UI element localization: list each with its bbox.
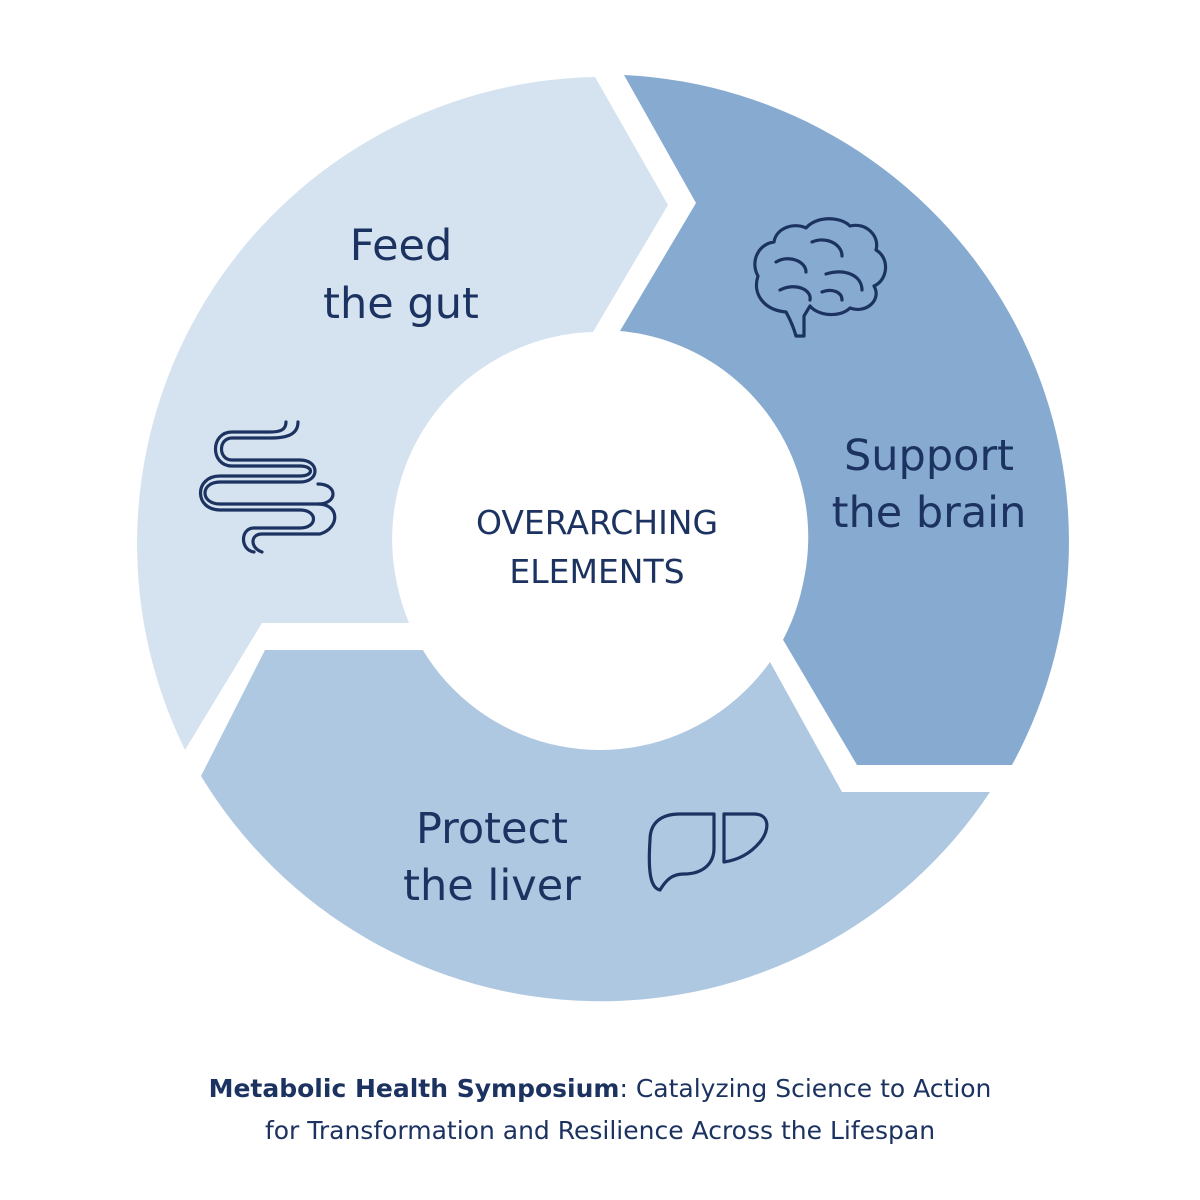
caption: Metabolic Health Symposium: Catalyzing S…	[0, 1068, 1200, 1152]
caption-line1: Metabolic Health Symposium: Catalyzing S…	[0, 1068, 1200, 1110]
liver-label-line2: the liver	[403, 861, 581, 911]
caption-line2: for Transformation and Resilience Across…	[264, 1116, 936, 1145]
center-label-line1: OVERARCHING	[476, 503, 718, 542]
segment-gut	[137, 77, 668, 750]
intestine-icon	[198, 420, 337, 554]
brain-label-line1: Support	[844, 431, 1014, 481]
center-circle	[393, 336, 807, 750]
cycle-diagram: OVERARCHING ELEMENTS Feed the gut Suppor…	[137, 75, 1069, 1002]
liver-label-line1: Protect	[416, 804, 568, 854]
segment-brain	[620, 75, 1069, 765]
brain-label-line2: the brain	[832, 488, 1027, 538]
caption-title: Metabolic Health Symposium	[208, 1074, 620, 1103]
brain-icon	[753, 217, 888, 338]
gut-label-line2: the gut	[323, 279, 479, 329]
liver-icon	[647, 812, 769, 892]
caption-subtitle-part1: : Catalyzing Science to Action	[619, 1074, 992, 1103]
segment-liver	[201, 650, 990, 1002]
gut-label-line1: Feed	[350, 221, 453, 271]
center-label-line2: ELEMENTS	[509, 552, 684, 591]
